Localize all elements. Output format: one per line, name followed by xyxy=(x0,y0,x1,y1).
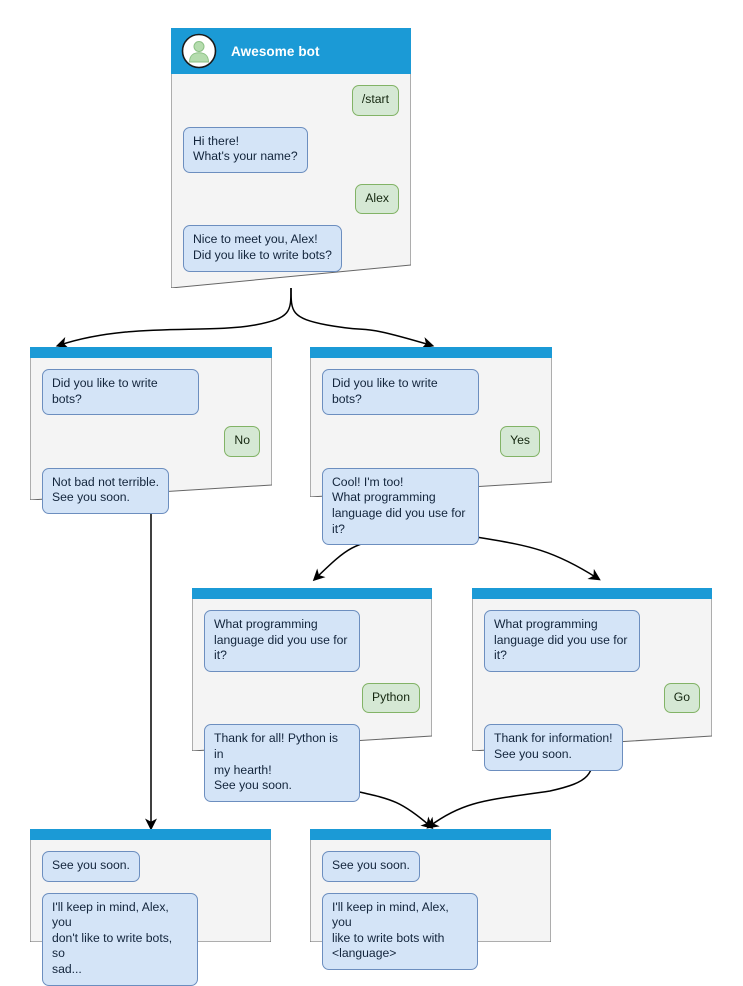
chat-node-yes-branch[interactable]: Did you like to write bots? Yes Cool! I'… xyxy=(310,347,552,546)
node-go-header xyxy=(472,588,712,599)
bot-message-bubble[interactable]: Not bad not terrible. See you soon. xyxy=(42,467,170,514)
node-yes-messages: Did you like to write bots? Yes Cool! I'… xyxy=(310,358,552,546)
node-end-happy-header xyxy=(310,829,551,840)
user-avatar-icon xyxy=(181,33,217,69)
user-message-bubble[interactable]: Go xyxy=(663,682,700,714)
chat-node-root[interactable]: Awesome bot /start Hi there! What's your… xyxy=(171,28,411,288)
user-message-bubble[interactable]: No xyxy=(224,426,260,457)
message-row: No xyxy=(42,426,260,457)
message-row: See you soon. xyxy=(42,851,259,882)
message-row: I'll keep in mind, Alex, you like to wri… xyxy=(322,892,539,970)
node-python-messages: What programming language did you use fo… xyxy=(192,599,432,802)
message-row: Python xyxy=(204,682,420,714)
chat-node-end-happy[interactable]: See you soon. I'll keep in mind, Alex, y… xyxy=(310,829,551,970)
bot-message-bubble[interactable]: Thank for all! Python is in my hearth! S… xyxy=(204,724,360,802)
message-row: Hi there! What's your name? xyxy=(183,126,399,173)
node-no-header xyxy=(30,347,272,358)
node-root-header: Awesome bot xyxy=(171,28,411,74)
message-row: Thank for all! Python is in my hearth! S… xyxy=(204,724,420,802)
node-yes-header xyxy=(310,347,552,358)
message-row: /start xyxy=(183,85,399,116)
bot-message-bubble[interactable]: Thank for information! See you soon. xyxy=(484,724,623,771)
message-row: Thank for information! See you soon. xyxy=(484,724,700,771)
message-row: Go xyxy=(484,682,700,714)
node-root-title: Awesome bot xyxy=(231,43,320,59)
bot-message-bubble[interactable]: See you soon. xyxy=(322,851,420,882)
chat-node-go-branch[interactable]: What programming language did you use fo… xyxy=(472,588,712,771)
bot-message-bubble[interactable]: Did you like to write bots? xyxy=(42,369,199,416)
node-no-messages: Did you like to write bots? No Not bad n… xyxy=(30,358,272,514)
user-message-bubble[interactable]: Python xyxy=(362,682,420,714)
chat-node-end-sad[interactable]: See you soon. I'll keep in mind, Alex, y… xyxy=(30,829,271,986)
edge-root-to-no xyxy=(55,287,292,349)
message-row: What programming language did you use fo… xyxy=(204,610,420,672)
node-root-messages: /start Hi there! What's your name? Alex … xyxy=(171,74,411,272)
bot-message-bubble[interactable]: See you soon. xyxy=(42,851,140,882)
node-end-sad-messages: See you soon. I'll keep in mind, Alex, y… xyxy=(30,840,271,986)
bot-message-bubble[interactable]: Cool! I'm too! What programming language… xyxy=(322,467,479,546)
message-row: Not bad not terrible. See you soon. xyxy=(42,467,260,514)
bot-message-bubble[interactable]: I'll keep in mind, Alex, you like to wri… xyxy=(322,892,479,970)
message-row: Did you like to write bots? xyxy=(42,369,260,416)
message-row: See you soon. xyxy=(322,851,539,882)
message-row: What programming language did you use fo… xyxy=(484,610,700,672)
chat-node-no-branch[interactable]: Did you like to write bots? No Not bad n… xyxy=(30,347,272,514)
bot-message-bubble[interactable]: Nice to meet you, Alex! Did you like to … xyxy=(183,225,342,272)
message-row: Alex xyxy=(183,183,399,215)
chat-node-python-branch[interactable]: What programming language did you use fo… xyxy=(192,588,432,802)
bot-message-bubble[interactable]: I'll keep in mind, Alex, you don't like … xyxy=(42,892,199,986)
message-row: Cool! I'm too! What programming language… xyxy=(322,467,540,546)
node-end-sad-header xyxy=(30,829,271,840)
user-message-bubble[interactable]: /start xyxy=(351,85,399,116)
message-row: I'll keep in mind, Alex, you don't like … xyxy=(42,892,259,986)
message-row: Did you like to write bots? xyxy=(322,369,540,416)
node-go-messages: What programming language did you use fo… xyxy=(472,599,712,771)
bot-message-bubble[interactable]: What programming language did you use fo… xyxy=(204,610,360,672)
user-message-bubble[interactable]: Yes xyxy=(500,426,540,457)
edge-root-to-yes xyxy=(290,287,435,349)
user-message-bubble[interactable]: Alex xyxy=(355,183,399,215)
bot-message-bubble[interactable]: What programming language did you use fo… xyxy=(484,610,640,672)
node-end-happy-messages: See you soon. I'll keep in mind, Alex, y… xyxy=(310,840,551,970)
bot-message-bubble[interactable]: Hi there! What's your name? xyxy=(183,126,308,173)
message-row: Nice to meet you, Alex! Did you like to … xyxy=(183,225,399,272)
message-row: Yes xyxy=(322,426,540,457)
node-python-header xyxy=(192,588,432,599)
bot-message-bubble[interactable]: Did you like to write bots? xyxy=(322,369,479,416)
